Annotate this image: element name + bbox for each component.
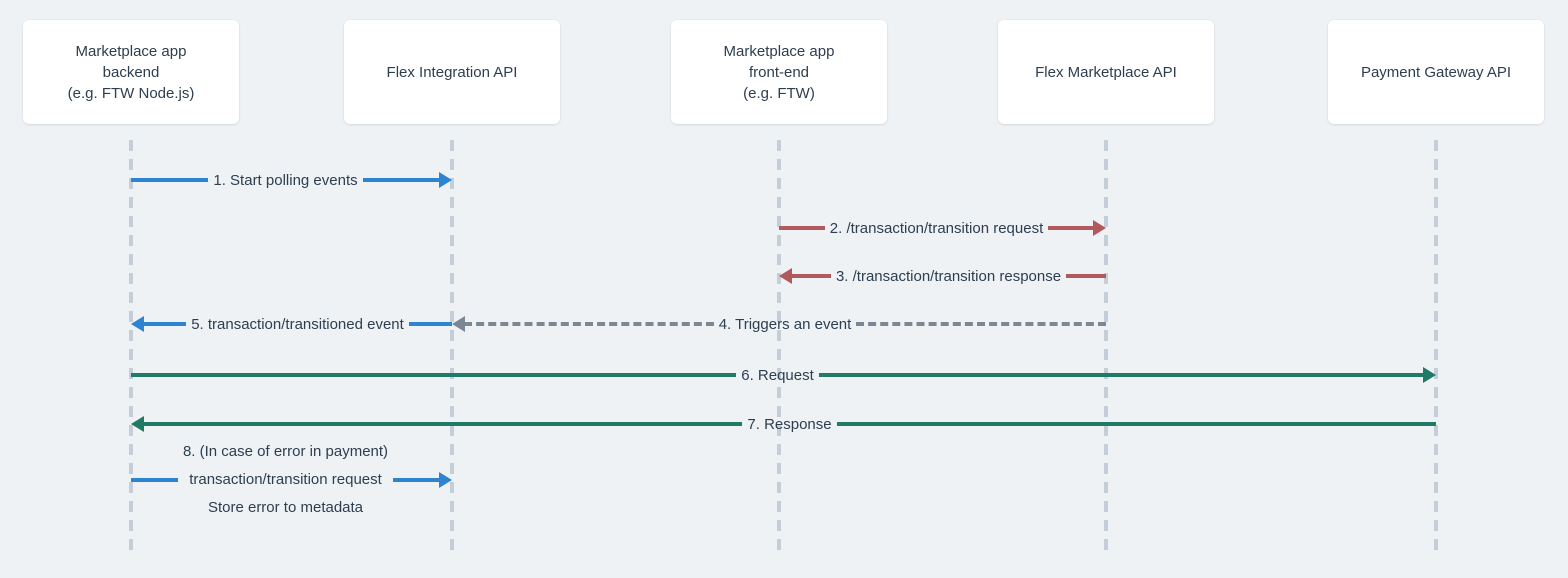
participant-box-marketplace-frontend: Marketplace app front-end (e.g. FTW) <box>671 20 887 124</box>
arrowhead-right-icon <box>439 472 452 488</box>
message-line-segment <box>856 322 1107 326</box>
message-line-segment <box>818 373 1425 377</box>
message-line-segment <box>464 322 714 326</box>
participant-label-marketplace-frontend: Marketplace app front-end (e.g. FTW) <box>723 42 835 102</box>
lifeline-flex-marketplace-api <box>1104 140 1108 552</box>
arrowhead-right-icon <box>439 172 453 188</box>
message-line-segment <box>1048 226 1095 230</box>
message-line-segment <box>836 422 1437 426</box>
message-3-red: 3. /transaction/transition response <box>779 259 1106 293</box>
participant-box-flex-integration-api: Flex Integration API <box>344 20 560 124</box>
participant-box-payment-gateway-api: Payment Gateway API <box>1328 20 1544 124</box>
message-line-segment <box>131 373 737 377</box>
participant-label-flex-marketplace-api: Flex Marketplace API <box>1035 63 1177 81</box>
message-line-segment <box>779 226 825 230</box>
arrowhead-right-icon <box>1423 367 1437 383</box>
message-2-red: 2. /transaction/transition request <box>779 211 1107 245</box>
message-label-1: 1. Start polling events <box>213 171 358 189</box>
message-label-3: 3. /transaction/transition response <box>835 267 1062 285</box>
message-6-green: 6. Request <box>131 358 1437 392</box>
arrowhead-left-icon <box>452 316 465 332</box>
message-line-segment <box>408 322 453 326</box>
message-line-segment <box>362 178 441 182</box>
lifeline-payment-gateway-api <box>1434 140 1438 552</box>
message-label-4: 4. Triggers an event <box>718 315 852 333</box>
message-line-segment <box>131 478 178 482</box>
message-label-6: 6. Request <box>741 366 814 384</box>
message-line-segment <box>143 322 187 326</box>
message-line-segment <box>393 478 440 482</box>
message-line-segment <box>131 178 209 182</box>
participant-label-marketplace-backend: Marketplace app backend (e.g. FTW Node.j… <box>67 42 195 102</box>
message-1-blue: 1. Start polling events <box>131 163 453 197</box>
lifeline-marketplace-backend <box>129 140 133 552</box>
message-8-blue: 8. (In case of error in payment) transac… <box>131 435 452 525</box>
message-label-7: 7. Response <box>747 415 832 433</box>
participant-label-payment-gateway-api: Payment Gateway API <box>1360 63 1512 81</box>
message-4-gray: 4. Triggers an event <box>452 307 1107 341</box>
participant-label-flex-integration-api: Flex Integration API <box>386 63 518 81</box>
participant-box-flex-marketplace-api: Flex Marketplace API <box>998 20 1214 124</box>
participant-box-marketplace-backend: Marketplace app backend (e.g. FTW Node.j… <box>23 20 239 124</box>
message-line-segment <box>791 274 831 278</box>
lifeline-flex-integration-api <box>450 140 454 552</box>
message-line-segment <box>143 422 743 426</box>
message-label-8: 8. (In case of error in payment) transac… <box>182 443 389 516</box>
arrowhead-left-icon <box>779 268 792 284</box>
arrowhead-left-icon <box>131 416 144 432</box>
lifeline-marketplace-frontend <box>777 140 781 552</box>
arrowhead-right-icon <box>1093 220 1107 236</box>
arrowhead-left-icon <box>131 316 144 332</box>
message-5-blue: 5. transaction/transitioned event <box>131 307 453 341</box>
message-7-green: 7. Response <box>131 407 1437 441</box>
message-line-segment <box>1066 274 1106 278</box>
message-label-2: 2. /transaction/transition request <box>829 219 1044 237</box>
message-label-5: 5. transaction/transitioned event <box>191 315 404 333</box>
